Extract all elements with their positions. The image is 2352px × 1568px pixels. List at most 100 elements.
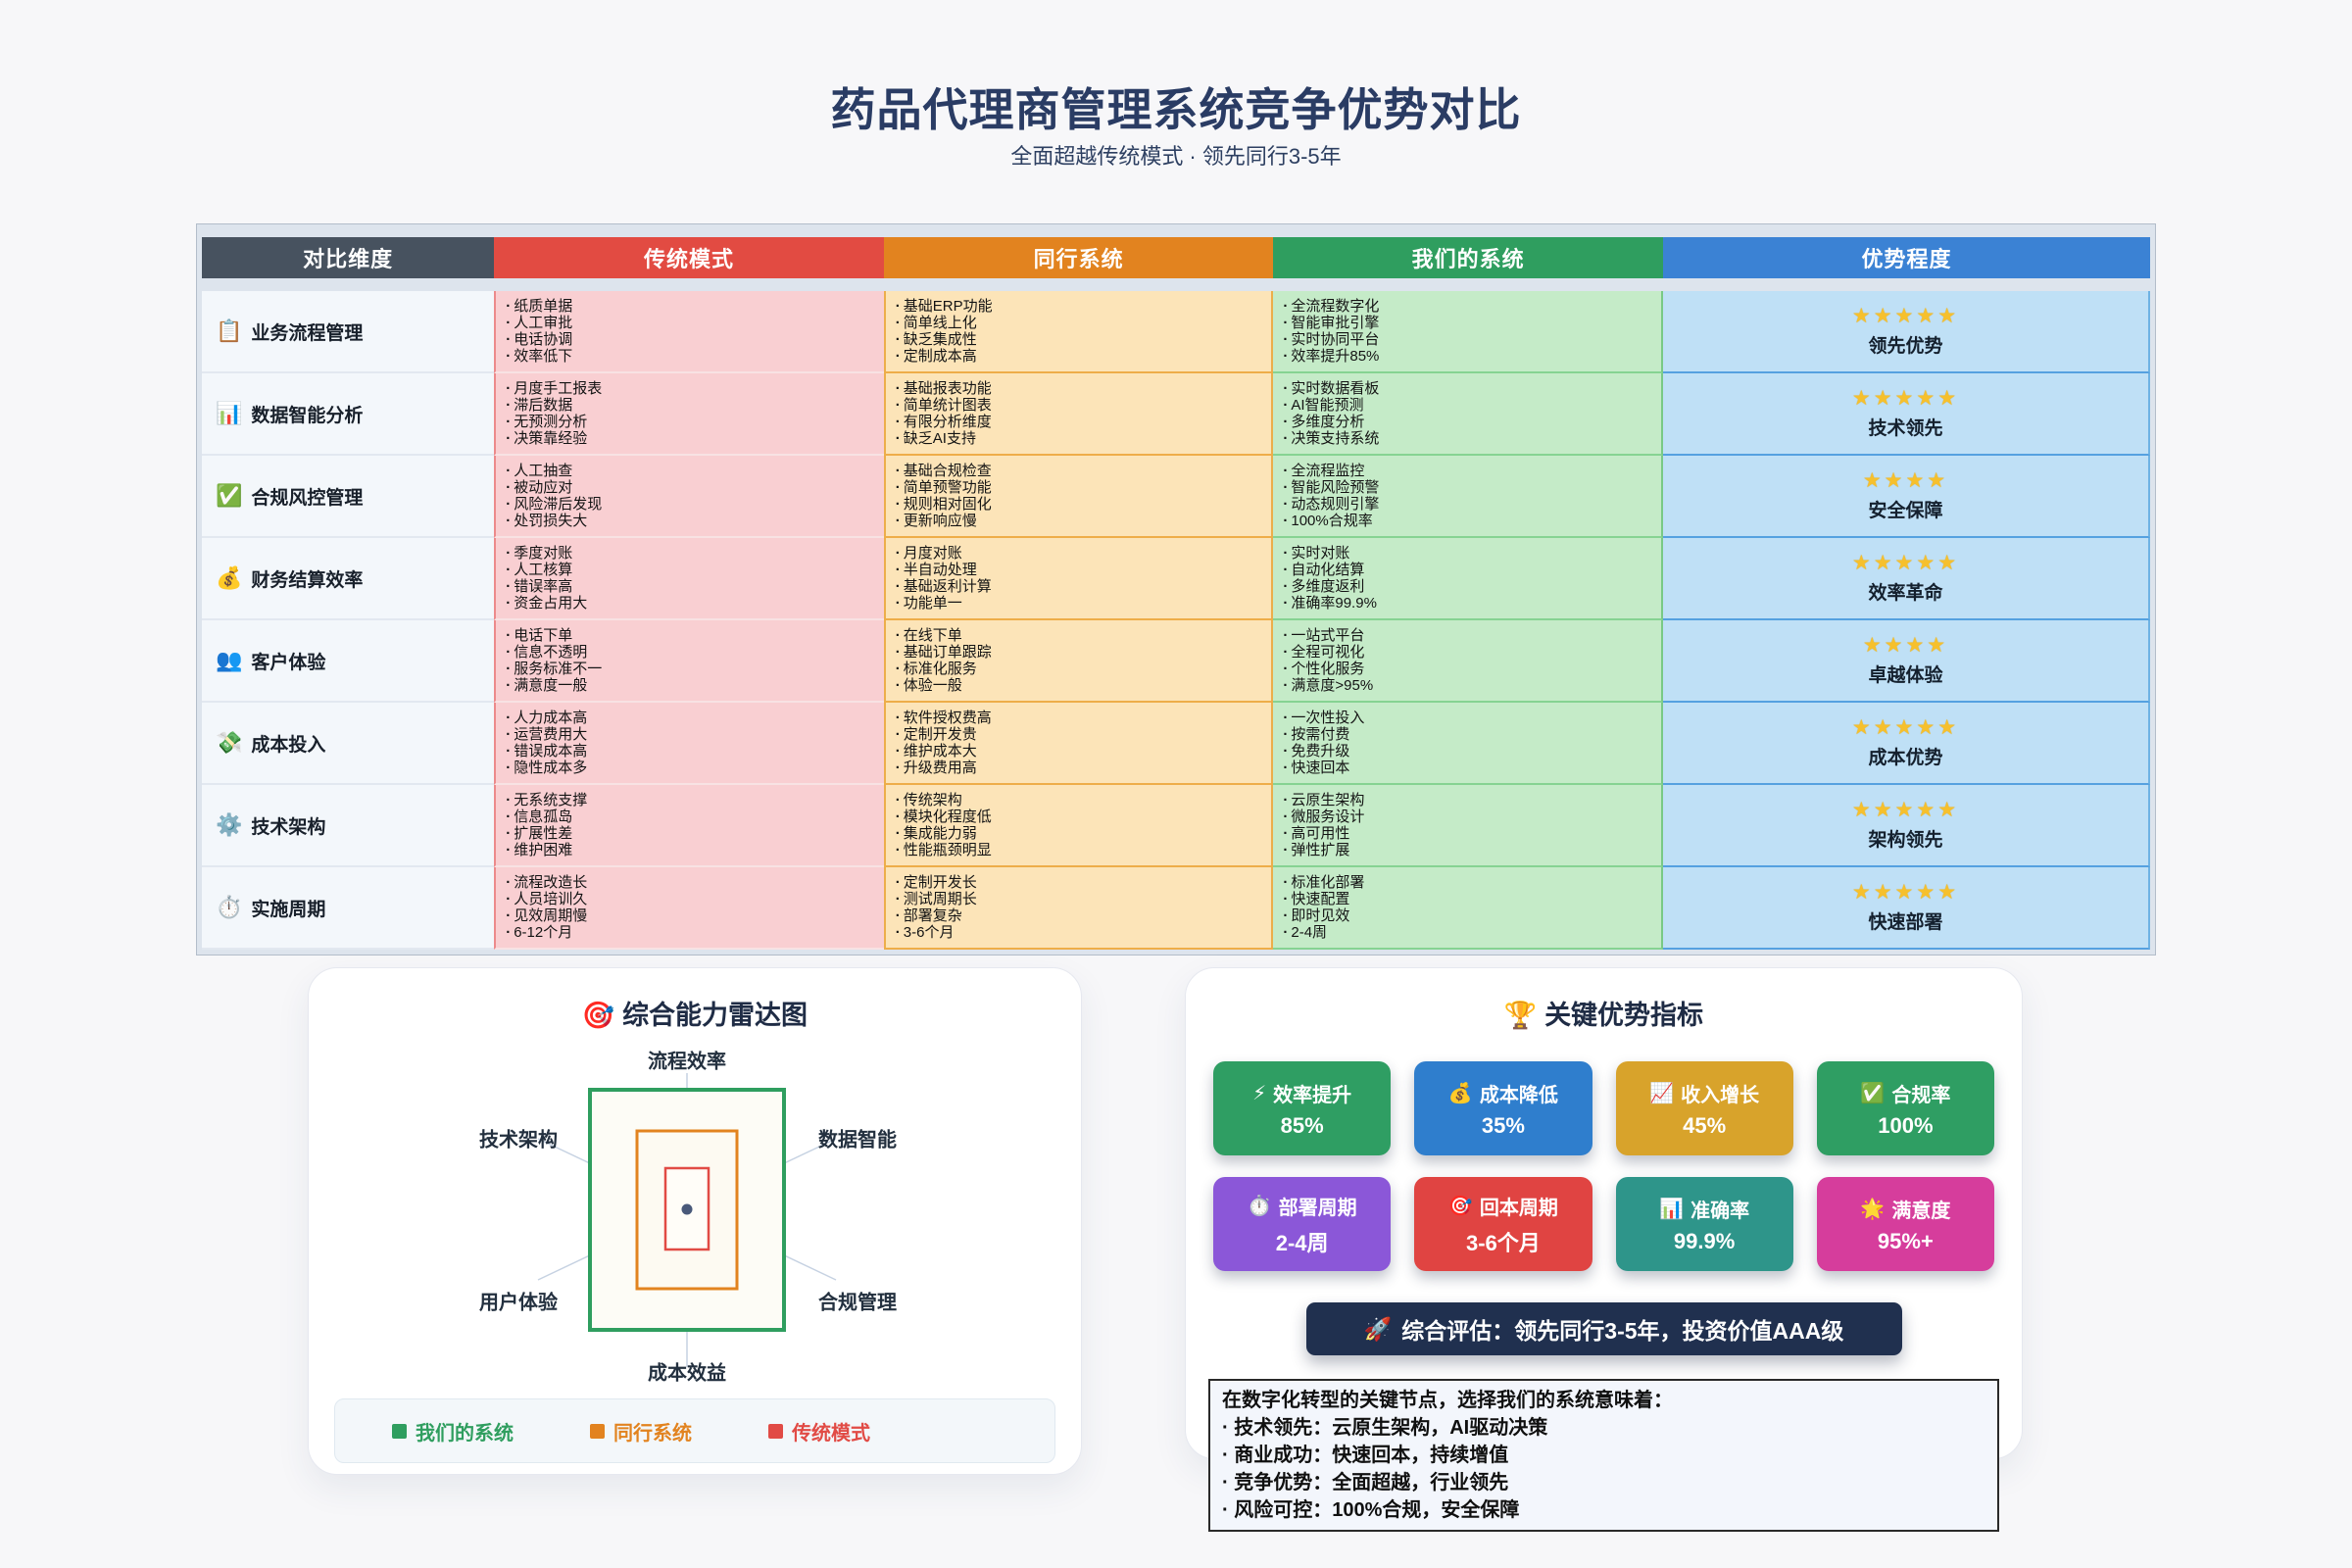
ours-cell: 实时数据看板AI智能预测多维度分析决策支持系统 bbox=[1273, 373, 1663, 456]
ours-item: 免费升级 bbox=[1283, 743, 1655, 760]
ours-item: 决策支持系统 bbox=[1283, 430, 1655, 447]
kpi-badge-label: 满意度 bbox=[1891, 1200, 1951, 1222]
traditional-list: 月度手工报表滞后数据无预测分析决策靠经验 bbox=[496, 373, 884, 454]
ours-list: 云原生架构微服务设计高可用性弹性扩展 bbox=[1273, 785, 1661, 865]
radar-axis-label: 成本效益 bbox=[648, 1362, 726, 1385]
kpi-badge-value: 3-6个月 bbox=[1465, 1230, 1541, 1255]
kpi-badge-label: 部署周期 bbox=[1278, 1197, 1357, 1219]
peer-item: 基础ERP功能 bbox=[896, 298, 1266, 315]
kpi-badge-value: 45% bbox=[1683, 1112, 1727, 1138]
kpi-badge-header: 🌟满意度 bbox=[1860, 1195, 1950, 1223]
peer-cell: 基础合规检查简单预警功能规则相对固化更新响应慢 bbox=[883, 456, 1274, 538]
ours-list: 全流程数字化智能审批引擎实时协同平台效率提升85% bbox=[1273, 291, 1661, 371]
peer-item: 半自动处理 bbox=[896, 562, 1266, 578]
kpi-badge-header: ⏱️部署周期 bbox=[1248, 1192, 1357, 1220]
trophy-icon: 🏆 bbox=[1503, 1001, 1538, 1030]
advantage-label: 技术领先 bbox=[1868, 418, 1943, 439]
legend-swatch bbox=[768, 1423, 783, 1439]
dimension-icon: 📊 bbox=[216, 401, 243, 425]
metrics-card-title: 🏆 关键优势指标 bbox=[1186, 994, 2022, 1032]
evaluation-banner-text: 综合评估：领先同行3-5年，投资价值AAA级 bbox=[1401, 1318, 1844, 1344]
peer-item: 在线下单 bbox=[896, 627, 1266, 644]
traditional-cell: 电话下单信息不透明服务标准不一满意度一般 bbox=[494, 620, 884, 703]
advantage-label: 安全保障 bbox=[1868, 501, 1943, 521]
ours-cell: 全流程数字化智能审批引擎实时协同平台效率提升85% bbox=[1273, 291, 1663, 373]
peer-item: 简单预警功能 bbox=[896, 479, 1266, 496]
page-title: 药品代理商管理系统竞争优势对比 bbox=[830, 84, 1522, 135]
kpi-badge-value: 35% bbox=[1481, 1112, 1525, 1138]
kpi-badge-header: 📊准确率 bbox=[1659, 1195, 1749, 1223]
dimension-icon: ✅ bbox=[216, 483, 243, 508]
summary-line: 在数字化转型的关键节点，选择我们的系统意味着： bbox=[1222, 1390, 1673, 1411]
dart-target-icon: 🎯 bbox=[581, 1001, 615, 1030]
traditional-item: 被动应对 bbox=[506, 479, 878, 496]
traditional-item: 见效周期慢 bbox=[506, 907, 878, 924]
ours-item: 高可用性 bbox=[1283, 825, 1655, 842]
peer-item: 软件授权费高 bbox=[896, 710, 1266, 726]
ours-item: 实时数据看板 bbox=[1283, 380, 1655, 397]
peer-item: 维护成本大 bbox=[896, 743, 1266, 760]
peer-cell: 传统架构模块化程度低集成能力弱性能瓶颈明显 bbox=[883, 785, 1274, 867]
dimension-label: 成本投入 bbox=[251, 734, 326, 756]
traditional-item: 扩展性差 bbox=[506, 825, 878, 842]
ours-item: 满意度>95% bbox=[1283, 677, 1655, 694]
radar-plot-svg bbox=[537, 1073, 837, 1367]
peer-cell: 基础ERP功能简单线上化缺乏集成性定制成本高 bbox=[883, 291, 1274, 373]
star-rating: ★★★★★ bbox=[1851, 552, 1960, 574]
star-rating: ★★★★ bbox=[1862, 469, 1949, 492]
advantage-cell: ★★★★ 安全保障 bbox=[1662, 456, 2150, 538]
dimension-cell: ⏱️实施周期 bbox=[202, 867, 495, 950]
table-header-row: 对比维度传统模式同行系统我们的系统优势程度 bbox=[202, 237, 2150, 278]
ours-item: 智能风险预警 bbox=[1283, 479, 1655, 496]
ours-item: 全流程监控 bbox=[1283, 463, 1655, 479]
traditional-item: 电话协调 bbox=[506, 331, 878, 348]
traditional-cell: 季度对账人工核算错误率高资金占用大 bbox=[494, 538, 884, 620]
peer-list: 定制开发长测试周期长部署复杂3-6个月 bbox=[886, 867, 1272, 948]
peer-item: 性能瓶颈明显 bbox=[896, 842, 1266, 858]
kpi-badge: 📈收入增长 45% bbox=[1615, 1061, 1793, 1155]
kpi-badge-header: 📈收入增长 bbox=[1649, 1079, 1759, 1107]
summary-line: · 技术领先：云原生架构，AI驱动决策 bbox=[1222, 1417, 1548, 1439]
table-row: 💸成本投入人力成本高运营费用大错误成本高隐性成本多软件授权费高定制开发贵维护成本… bbox=[202, 703, 2150, 785]
kpi-badge-icon: 💰 bbox=[1447, 1082, 1473, 1104]
ours-list: 一站式平台全程可视化个性化服务满意度>95% bbox=[1273, 620, 1661, 701]
ours-item: 快速回本 bbox=[1283, 760, 1655, 776]
page-subtitle: 全面超越传统模式 · 领先同行3-5年 bbox=[1010, 144, 1342, 169]
advantage-label: 领先优势 bbox=[1868, 336, 1943, 357]
traditional-cell: 月度手工报表滞后数据无预测分析决策靠经验 bbox=[494, 373, 884, 456]
dimension-icon: 📋 bbox=[216, 318, 243, 343]
traditional-item: 月度手工报表 bbox=[506, 380, 878, 397]
traditional-item: 电话下单 bbox=[506, 627, 878, 644]
traditional-item: 纸质单据 bbox=[506, 298, 878, 315]
dimension-cell: 💸成本投入 bbox=[202, 703, 495, 785]
ours-cell: 云原生架构微服务设计高可用性弹性扩展 bbox=[1273, 785, 1663, 867]
traditional-cell: 无系统支撑信息孤岛扩展性差维护困难 bbox=[494, 785, 884, 867]
ours-cell: 标准化部署快速配置即时见效2-4周 bbox=[1273, 867, 1663, 950]
advantage-label: 快速部署 bbox=[1868, 912, 1943, 933]
ours-item: 快速配置 bbox=[1283, 891, 1655, 907]
traditional-list: 纸质单据人工审批电话协调效率低下 bbox=[496, 291, 884, 371]
traditional-item: 错误率高 bbox=[506, 578, 878, 595]
peer-item: 缺乏AI支持 bbox=[896, 430, 1266, 447]
kpi-badge-header: 💰成本降低 bbox=[1448, 1079, 1558, 1107]
traditional-item: 信息孤岛 bbox=[506, 808, 878, 825]
ours-item: 实时对账 bbox=[1283, 545, 1655, 562]
advantage-cell: ★★★★★技术领先 bbox=[1662, 373, 2150, 456]
dimension-icon: 💰 bbox=[216, 565, 243, 590]
traditional-item: 无系统支撑 bbox=[506, 792, 878, 808]
traditional-item: 风险滞后发现 bbox=[506, 496, 878, 513]
ours-item: 100%合规率 bbox=[1283, 513, 1655, 529]
radar-axis-label: 合规管理 bbox=[818, 1292, 897, 1314]
ours-item: 全程可视化 bbox=[1283, 644, 1655, 661]
radar-axis-label: 流程效率 bbox=[648, 1051, 726, 1073]
radar-axis-label: 数据智能 bbox=[818, 1129, 897, 1152]
advantage-cell: ★★★★★领先优势 bbox=[1662, 291, 2150, 373]
legend-item: 传统模式 bbox=[768, 1417, 870, 1446]
peer-item: 标准化服务 bbox=[896, 661, 1266, 677]
kpi-badge-icon: 🎯 bbox=[1447, 1195, 1473, 1217]
kpi-badge-label: 回本周期 bbox=[1479, 1197, 1558, 1219]
kpi-badge: 🎯 回本周期 3-6个月 bbox=[1414, 1177, 1592, 1271]
ours-list: 全流程监控智能风险预警动态规则引擎100%合规率 bbox=[1273, 456, 1661, 536]
